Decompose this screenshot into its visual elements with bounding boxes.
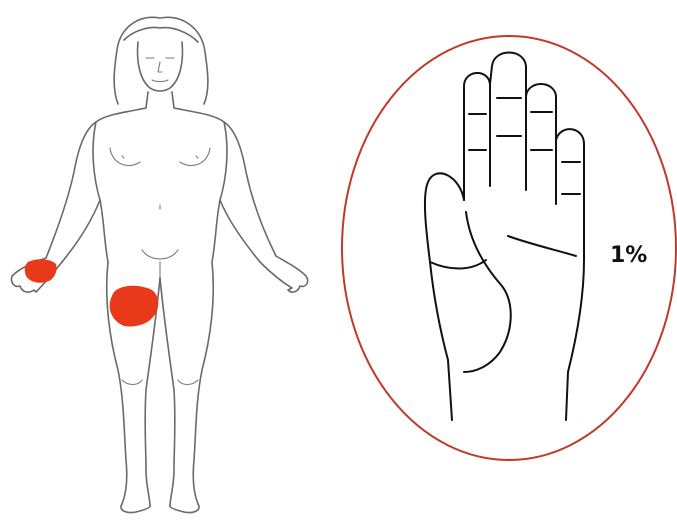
torso-outline [93, 122, 227, 262]
palm-rule-callout: 1% [342, 36, 676, 460]
burn-area-thigh [110, 286, 159, 327]
face-features [146, 58, 174, 82]
right-hand-outline [260, 256, 308, 292]
abdomen-detail [142, 205, 178, 278]
body-figure [11, 17, 307, 512]
open-palm-hand-icon [425, 53, 584, 421]
palm-area-percent-label: 1% [610, 243, 647, 268]
face-outline [138, 42, 183, 91]
chest-detail [110, 148, 210, 166]
left-arm-outline [46, 122, 100, 262]
feet-outline [121, 504, 199, 513]
right-arm-outline [220, 122, 276, 262]
burn-area-hand [25, 259, 57, 283]
knee-detail [122, 380, 198, 385]
